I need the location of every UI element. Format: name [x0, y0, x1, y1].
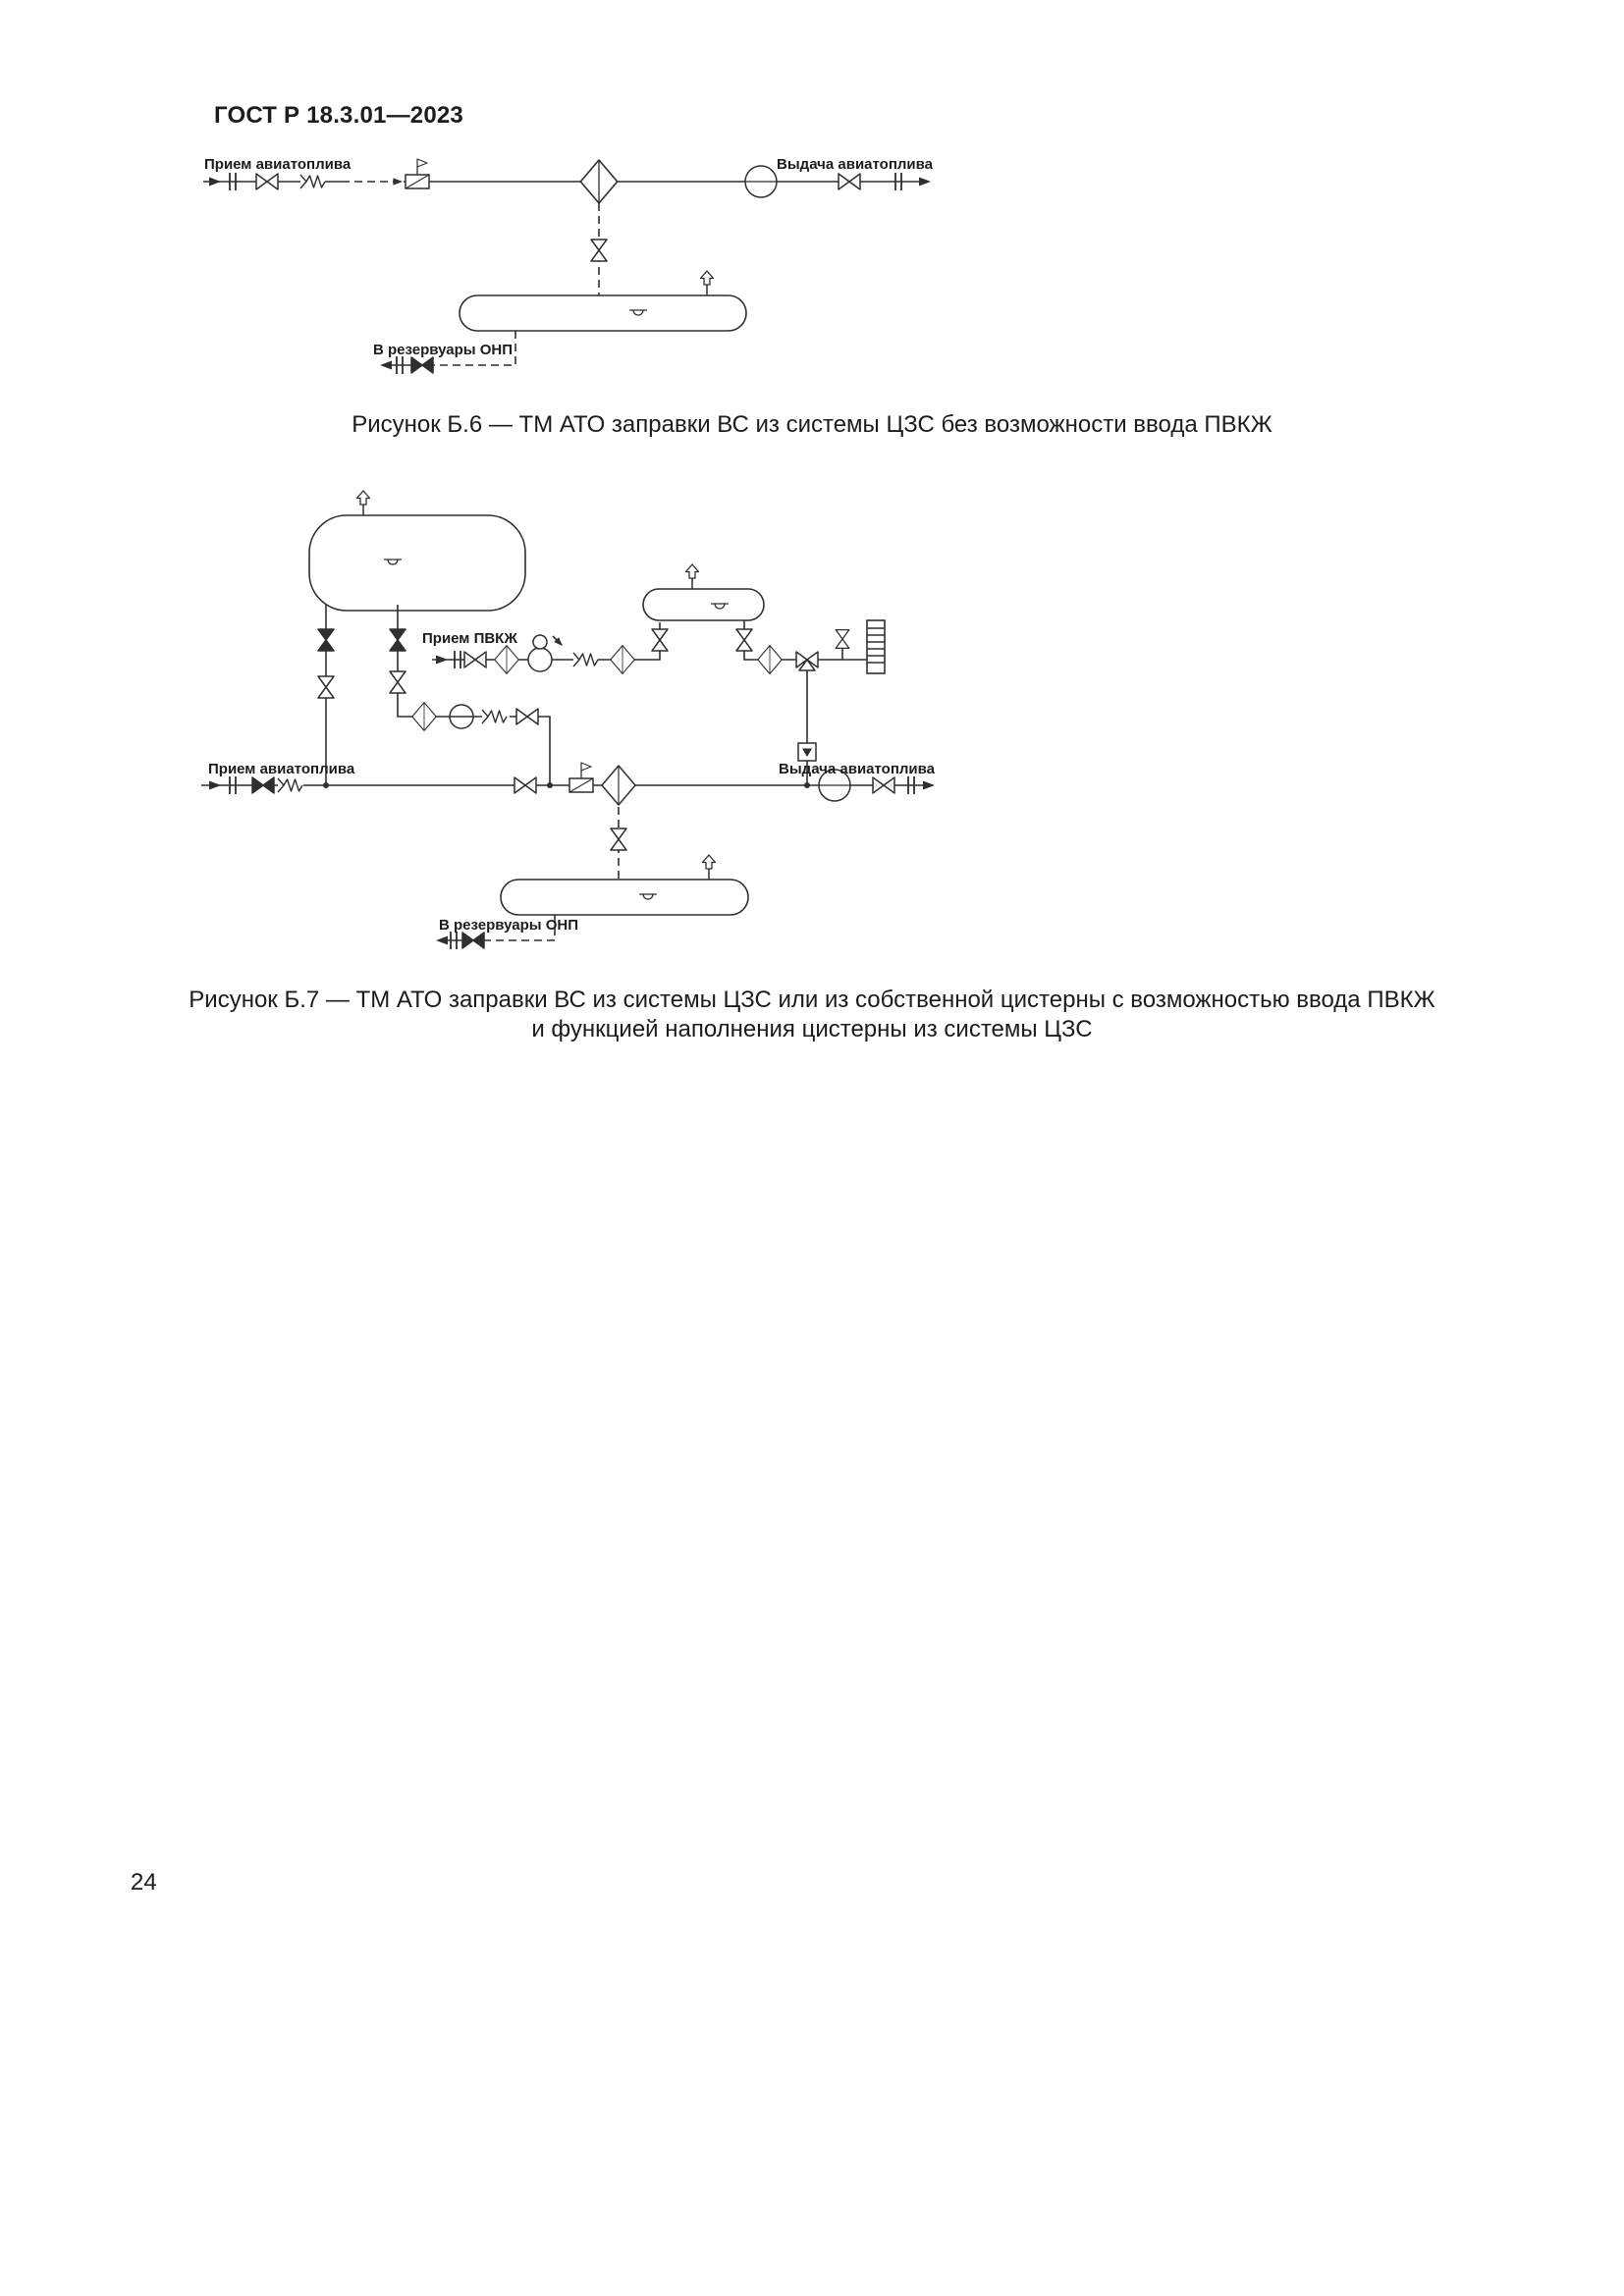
flow-arrow-icon — [436, 935, 448, 945]
label-drain: В резервуары ОНП — [373, 342, 513, 358]
document-header: ГОСТ Р 18.3.01—2023 — [214, 102, 463, 129]
figure-b6-caption: Рисунок Б.6 — ТМ АТО заправки ВС из сист… — [352, 411, 1272, 438]
valve-icon — [835, 629, 850, 649]
breather-valve-icon — [355, 490, 371, 516]
valve-closed-icon — [251, 776, 275, 794]
filter-icon — [579, 159, 619, 204]
valve-icon — [317, 675, 335, 699]
label-drain: В резервуары ОНП — [439, 917, 578, 934]
valve-icon — [590, 239, 608, 262]
valve-icon — [610, 828, 627, 851]
valve-closed-icon — [389, 628, 406, 652]
valve-icon — [463, 651, 487, 668]
valve-closed-icon — [317, 628, 335, 652]
junction-dot — [804, 782, 810, 788]
breather-valve-icon — [684, 563, 700, 590]
dosing-tank — [642, 588, 765, 621]
figure-b6-diagram: Прием авиатоплива Выдача авиатоплива В р… — [203, 156, 934, 375]
filter-icon — [494, 645, 519, 674]
label-pvk-intake: Прием ПВКЖ — [422, 630, 517, 647]
valve-icon — [735, 628, 753, 652]
filter-icon — [411, 702, 437, 731]
hose-icon — [277, 777, 303, 793]
valve-icon — [514, 776, 537, 794]
b7-labels: Прием ПВКЖ Прием авиатоплива Выдача авиа… — [208, 630, 936, 934]
flow-arrow-icon — [919, 177, 931, 187]
figure-b7-caption: Рисунок Б.7 — ТМ АТО заправки ВС из сист… — [0, 986, 1624, 1044]
filter-icon — [610, 645, 635, 674]
hose-icon — [299, 174, 326, 189]
b6-labels: Прием авиатоплива Выдача авиатоплива В р… — [204, 156, 934, 358]
flow-arrow-icon — [436, 655, 448, 665]
b6-symbols — [209, 158, 931, 375]
figure-b7-caption-line2: и функцией наполнения цистерны из систем… — [531, 1016, 1093, 1042]
valve-icon — [255, 173, 279, 190]
flow-arrow-icon — [380, 360, 392, 370]
junction-dot — [323, 782, 329, 788]
label-output: Выдача авиатоплива — [777, 156, 934, 173]
figure-b7-diagram: Прием ПВКЖ Прием авиатоплива Выдача авиа… — [201, 490, 936, 950]
flow-device-icon — [797, 742, 817, 762]
label-intake: Прием авиатоплива — [208, 761, 355, 777]
breather-valve-icon — [701, 854, 717, 881]
flow-arrow-icon — [923, 780, 935, 790]
hose-icon — [481, 709, 508, 724]
valve-icon — [515, 708, 539, 725]
b6-tanks — [459, 294, 747, 332]
tank — [308, 514, 526, 612]
b6-pipes — [203, 181, 923, 366]
valve-closed-icon — [410, 356, 434, 374]
junction-dot — [547, 782, 553, 788]
b7-tanks — [308, 514, 765, 916]
flow-arrow-icon — [209, 780, 221, 790]
regulator-icon — [568, 762, 594, 793]
filter-icon — [757, 645, 783, 674]
valve-icon — [838, 173, 861, 190]
flow-arrow-icon — [393, 178, 403, 186]
three-way-valve-icon — [795, 651, 819, 671]
b7-symbols — [209, 490, 935, 950]
label-output: Выдача авиатоплива — [779, 761, 936, 777]
valve-icon — [651, 628, 669, 652]
valve-icon — [872, 776, 895, 794]
pipe-dashed — [486, 915, 556, 941]
valve-icon — [389, 670, 406, 694]
meter-icon — [744, 165, 778, 198]
label-intake: Прием авиатоплива — [204, 156, 352, 173]
pipe-dashed — [433, 331, 516, 366]
hose-icon — [572, 652, 599, 667]
metering-column — [866, 619, 886, 674]
tank — [500, 879, 749, 916]
regulator-icon — [405, 158, 430, 189]
tank — [459, 294, 747, 332]
pump-motor-icon — [527, 634, 553, 672]
filter-icon — [601, 765, 636, 806]
flow-arrow-icon — [209, 177, 221, 187]
valve-closed-icon — [461, 932, 485, 949]
figure-b7-caption-line1: Рисунок Б.7 — ТМ АТО заправки ВС из сист… — [189, 987, 1435, 1013]
breather-valve-icon — [699, 270, 715, 296]
page-number: 24 — [131, 1869, 157, 1896]
